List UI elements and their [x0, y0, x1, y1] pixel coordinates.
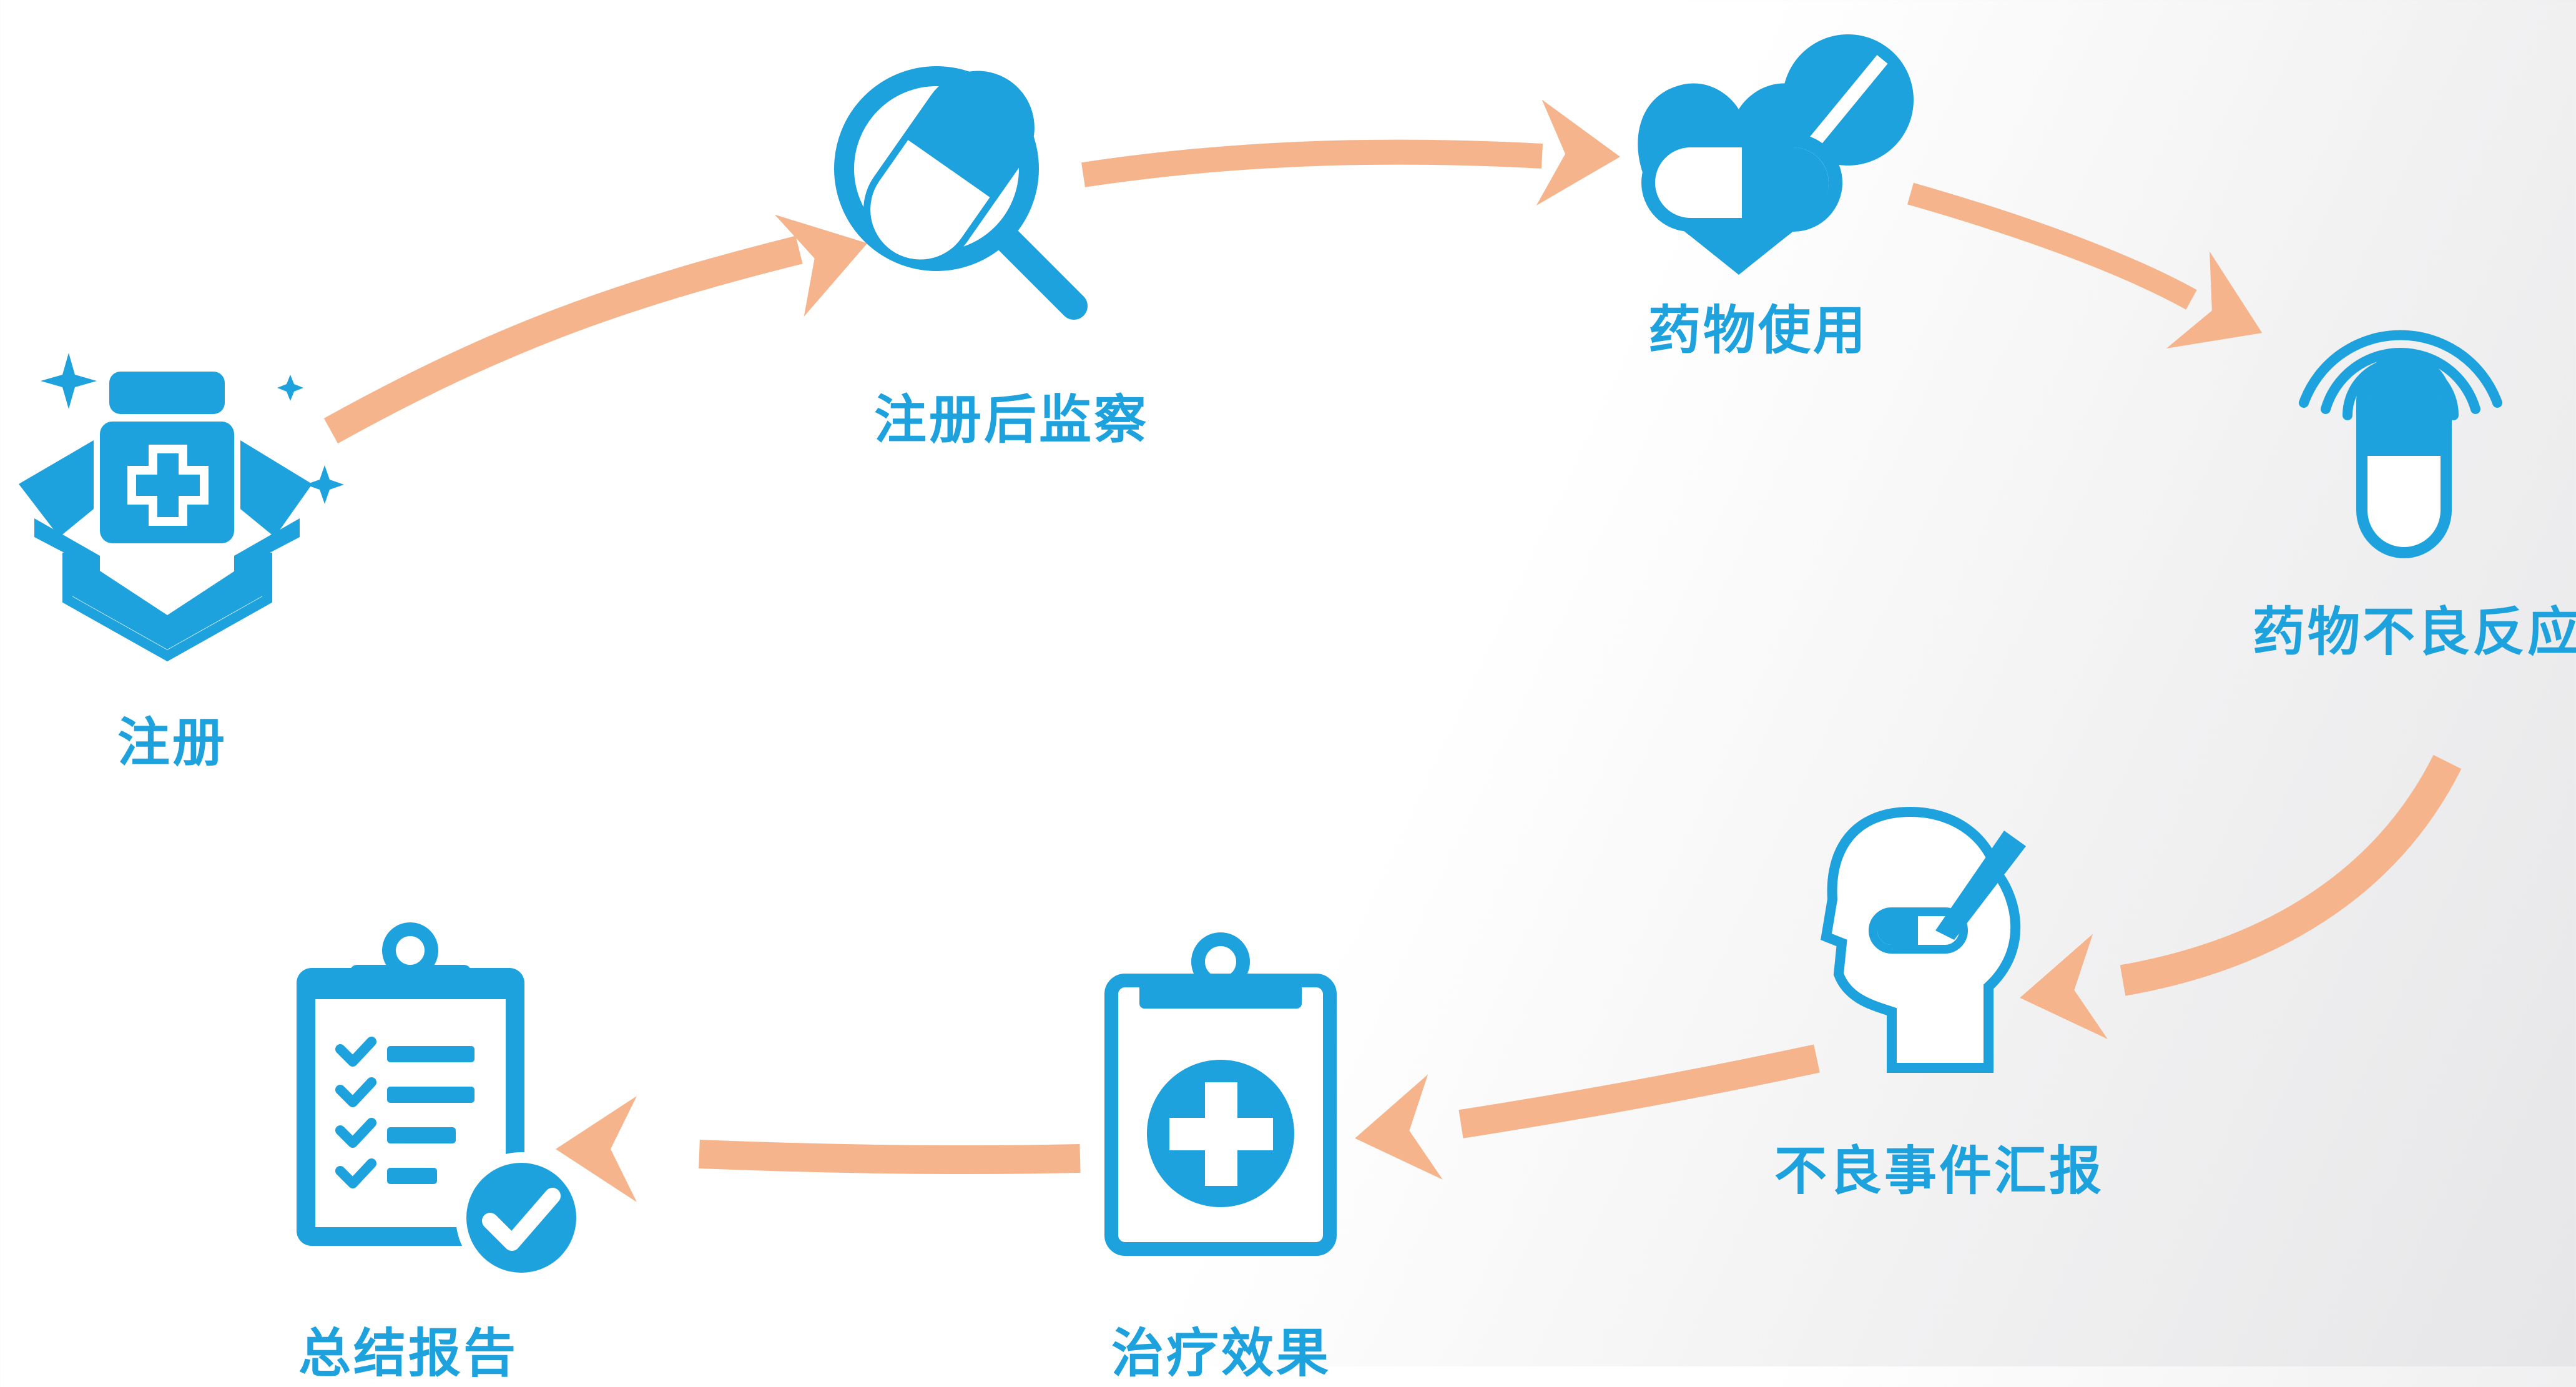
clipboard-cross-icon: [1104, 932, 1337, 1256]
label-adverse-event-report: 不良事件汇报: [1774, 1140, 2105, 1202]
arrow-adverse-reaction-to-report: [2012, 754, 2462, 1050]
arrow-treatment-to-summary: [556, 1096, 1081, 1202]
clipboard-checklist-icon: [297, 922, 587, 1283]
arrow-drug-use-to-adverse-reaction: [1907, 182, 2284, 382]
label-adverse-reaction: 药物不良反应: [2253, 601, 2576, 663]
label-post-marketing-surveillance: 注册后监察: [874, 389, 1149, 450]
capsule-signal-icon: [2299, 330, 2502, 558]
magnifier-pill-icon: [834, 66, 1088, 320]
label-treatment-effect: 治疗效果: [1111, 1323, 1332, 1384]
medicine-box-icon: [19, 353, 344, 662]
label-registration: 注册: [117, 712, 228, 773]
arrow-registration-to-surveillance: [323, 192, 882, 444]
label-drug-use: 药物使用: [1648, 300, 1869, 361]
arrow-surveillance-to-drug-use: [1081, 99, 1623, 210]
head-pill-icon: [1821, 806, 2026, 1073]
arrow-report-to-treatment-effect: [1347, 1044, 1820, 1191]
heart-pill-icon: [1638, 34, 1914, 275]
label-summary-report: 总结报告: [298, 1323, 519, 1384]
